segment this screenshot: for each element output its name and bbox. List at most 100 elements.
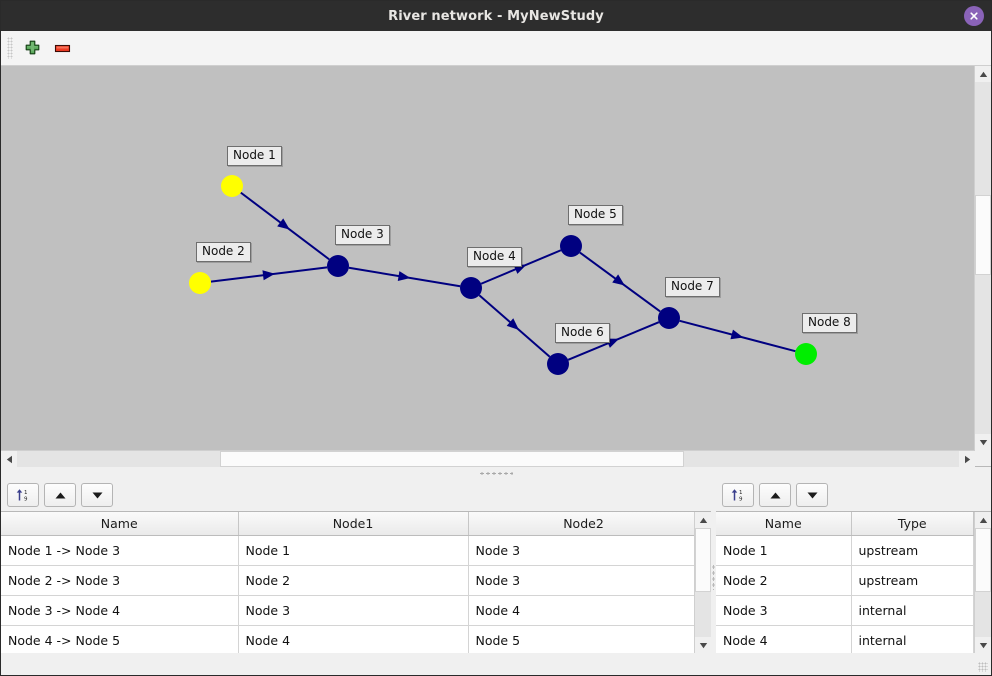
table-cell[interactable]: Node 3 -> Node 4 (1, 596, 238, 626)
table-cell[interactable]: internal (851, 596, 974, 626)
table-row[interactable]: Node 2 -> Node 3Node 2Node 3 (1, 566, 694, 596)
scroll-up-arrow-icon[interactable] (975, 512, 991, 528)
table-cell[interactable]: Node 4 (468, 596, 694, 626)
reaches-vertical-scrollbar[interactable] (694, 512, 711, 653)
triangle-up-icon (769, 491, 782, 500)
window-resize-grip-icon[interactable] (978, 662, 988, 672)
reaches-move-down-button[interactable] (81, 483, 113, 507)
sort-ascending-icon: 1 9 (15, 487, 31, 503)
graph-node-label[interactable]: Node 4 (467, 247, 522, 267)
graph-node-label[interactable]: Node 3 (335, 225, 390, 245)
table-row[interactable]: Node 2upstream (716, 566, 974, 596)
scroll-down-arrow-icon[interactable] (975, 637, 991, 653)
nodes-header-type[interactable]: Type (851, 512, 974, 536)
nodes-table-scrollport[interactable]: NameType Node 1upstreamNode 2upstreamNod… (716, 512, 974, 653)
scroll-right-arrow-icon[interactable] (959, 451, 975, 467)
table-row[interactable]: Node 1upstream (716, 536, 974, 566)
triangle-up-icon (54, 491, 67, 500)
nodes-vscroll-thumb[interactable] (975, 528, 991, 592)
table-cell[interactable]: Node 4 (716, 626, 851, 654)
window-title: River network - MyNewStudy (388, 9, 604, 24)
table-cell[interactable]: upstream (851, 566, 974, 596)
panel-splitter[interactable] (1, 466, 991, 479)
scroll-up-arrow-icon[interactable] (975, 66, 991, 82)
nodes-move-up-button[interactable] (759, 483, 791, 507)
reaches-header-row: NameNode1Node2 (1, 512, 694, 536)
close-icon[interactable] (964, 6, 984, 26)
reaches-move-up-button[interactable] (44, 483, 76, 507)
nodes-body: Node 1upstreamNode 2upstreamNode 3intern… (716, 536, 974, 654)
graph-node-label[interactable]: Node 5 (568, 205, 623, 225)
table-cell[interactable]: Node 2 (238, 566, 468, 596)
graph-node[interactable] (658, 307, 680, 329)
graph-node-label[interactable]: Node 7 (665, 277, 720, 297)
table-cell[interactable]: Node 1 -> Node 3 (1, 536, 238, 566)
toolbar-grip[interactable] (7, 37, 13, 59)
scroll-left-arrow-icon[interactable] (1, 451, 17, 467)
reaches-header-node1[interactable]: Node1 (238, 512, 468, 536)
table-row[interactable]: Node 3 -> Node 4Node 3Node 4 (1, 596, 694, 626)
table-cell[interactable]: Node 3 (238, 596, 468, 626)
reaches-vscroll-thumb[interactable] (695, 528, 711, 592)
graph-edge-arrow-icon (262, 269, 275, 280)
network-graph-panel: Node 1 Node 2 Node 3 Node 4 Node 5 Node 6 Node… (1, 66, 991, 466)
table-row[interactable]: Node 1 -> Node 3Node 1Node 3 (1, 536, 694, 566)
graph-vertical-scrollbar[interactable] (974, 66, 991, 450)
nodes-header-row: NameType (716, 512, 974, 536)
graph-node-label[interactable]: Node 6 (555, 323, 610, 343)
reaches-table-scrollport[interactable]: NameNode1Node2 Node 1 -> Node 3Node 1Nod… (1, 512, 694, 653)
graph-node[interactable] (795, 343, 817, 365)
table-cell[interactable]: Node 5 (468, 626, 694, 654)
graph-vscroll-track[interactable] (975, 82, 991, 434)
nodes-sort-button[interactable]: 1 9 (722, 483, 754, 507)
graph-node[interactable] (327, 255, 349, 277)
scroll-down-arrow-icon[interactable] (695, 637, 711, 653)
graph-node[interactable] (560, 235, 582, 257)
reaches-vscroll-track[interactable] (695, 528, 711, 637)
graph-node[interactable] (547, 353, 569, 375)
table-cell[interactable]: Node 2 (716, 566, 851, 596)
table-cell[interactable]: Node 2 -> Node 3 (1, 566, 238, 596)
graph-vscroll-thumb[interactable] (975, 195, 991, 275)
triangle-down-icon (806, 491, 819, 500)
nodes-header-name[interactable]: Name (716, 512, 851, 536)
table-cell[interactable]: Node 1 (716, 536, 851, 566)
reaches-header-node2[interactable]: Node2 (468, 512, 694, 536)
nodes-vscroll-track[interactable] (975, 528, 991, 637)
table-cell[interactable]: Node 1 (238, 536, 468, 566)
graph-node-label[interactable]: Node 8 (802, 313, 857, 333)
table-cell[interactable]: upstream (851, 536, 974, 566)
scroll-down-arrow-icon[interactable] (975, 434, 991, 450)
sort-ascending-icon: 1 9 (730, 487, 746, 503)
nodes-vertical-scrollbar[interactable] (974, 512, 991, 653)
table-cell[interactable]: Node 4 (238, 626, 468, 654)
network-graph-canvas[interactable]: Node 1 Node 2 Node 3 Node 4 Node 5 Node 6 Node… (1, 66, 974, 450)
nodes-footer (716, 653, 991, 675)
nodes-toolbar: 1 9 (716, 479, 991, 511)
table-cell[interactable]: internal (851, 626, 974, 654)
graph-node-label[interactable]: Node 1 (227, 146, 282, 166)
delete-node-button[interactable] (47, 34, 77, 62)
nodes-move-down-button[interactable] (796, 483, 828, 507)
table-cell[interactable]: Node 3 (468, 566, 694, 596)
tables-splitter-grip-icon (712, 564, 715, 590)
graph-node[interactable] (221, 175, 243, 197)
table-row[interactable]: Node 4 -> Node 5Node 4Node 5 (1, 626, 694, 654)
scroll-up-arrow-icon[interactable] (695, 512, 711, 528)
table-row[interactable]: Node 4internal (716, 626, 974, 654)
table-row[interactable]: Node 3internal (716, 596, 974, 626)
graph-node-label[interactable]: Node 2 (196, 242, 251, 262)
graph-hscroll-thumb[interactable] (220, 451, 684, 467)
tables-area: 1 9 (1, 479, 991, 675)
reaches-sort-button[interactable]: 1 9 (7, 483, 39, 507)
graph-hscroll-track[interactable] (17, 451, 959, 467)
graph-edge-arrow-icon (612, 274, 628, 289)
reaches-header-name[interactable]: Name (1, 512, 238, 536)
table-cell[interactable]: Node 3 (716, 596, 851, 626)
table-cell[interactable]: Node 3 (468, 536, 694, 566)
table-cell[interactable]: Node 4 -> Node 5 (1, 626, 238, 654)
graph-node[interactable] (189, 272, 211, 294)
graph-horizontal-scrollbar[interactable] (1, 450, 975, 467)
add-node-button[interactable] (17, 34, 47, 62)
graph-node[interactable] (460, 277, 482, 299)
